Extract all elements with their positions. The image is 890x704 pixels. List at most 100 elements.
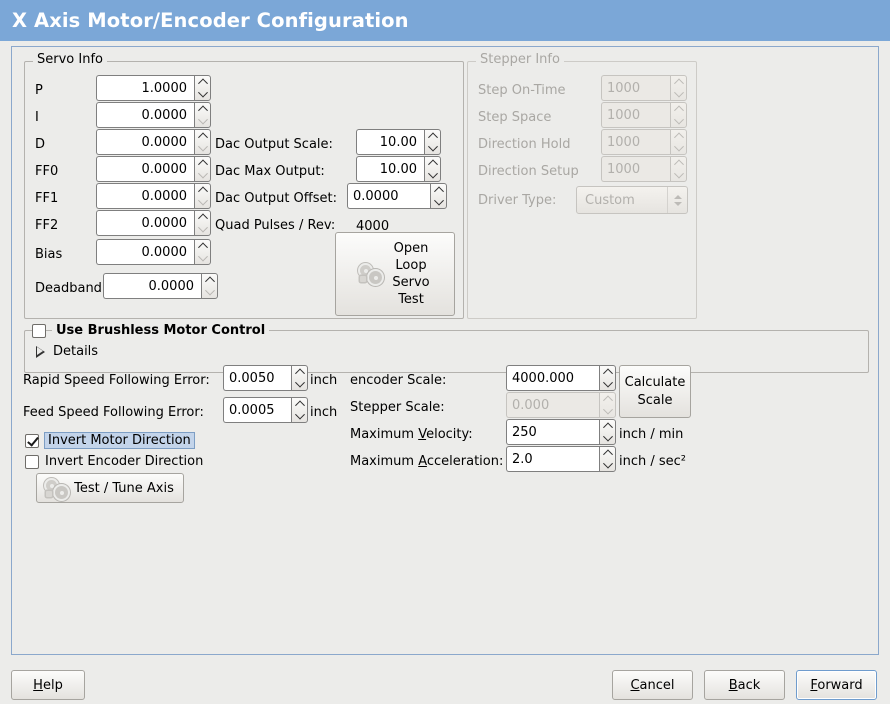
feed-following-error-spinner[interactable]: [291, 397, 308, 423]
cancel-button[interactable]: Cancel: [612, 670, 693, 700]
maximum-acceleration-spinner[interactable]: [599, 446, 616, 472]
servo-input-ff2-value[interactable]: 0.0000: [96, 210, 194, 236]
servo-input-ff2[interactable]: 0.0000: [96, 210, 211, 236]
dac-output-scale-spinner[interactable]: [424, 129, 441, 155]
maximum-acceleration-value[interactable]: 2.0: [506, 446, 599, 472]
servo-input-d-value[interactable]: 0.0000: [96, 129, 194, 155]
rapid-speed-following-error-value[interactable]: 0.0050: [223, 365, 291, 391]
rapid-speed-following-error-unit: inch: [310, 373, 338, 388]
spin-down-icon[interactable]: [195, 115, 210, 127]
servo-label-ff2: FF2: [35, 218, 59, 233]
encoder-scale-input[interactable]: 4000.000: [506, 365, 616, 391]
servo-input-p[interactable]: 1.0000: [96, 75, 211, 101]
invert-motor-direction-checkbox[interactable]: Invert Motor Direction: [25, 432, 195, 449]
dac-max-output-input[interactable]: 10.00: [356, 156, 441, 182]
invert-motor-direction-label: Invert Motor Direction: [44, 432, 195, 449]
servo-input-ff1-value[interactable]: 0.0000: [96, 183, 194, 209]
step-on-time-input: 1000: [601, 75, 687, 101]
chevron-right-icon[interactable]: [36, 345, 45, 358]
calculate-scale-button[interactable]: Calculate Scale: [619, 365, 691, 418]
checkbox-box[interactable]: [32, 323, 46, 338]
servo-input-p-spinner[interactable]: [194, 75, 211, 101]
spin-down-icon: [671, 169, 686, 181]
open-loop-line-3: Servo: [392, 275, 430, 290]
checkbox-box[interactable]: [25, 433, 39, 448]
use-brushless-motor-control-checkbox[interactable]: Use Brushless Motor Control: [32, 323, 270, 338]
servo-input-i-spinner[interactable]: [194, 102, 211, 128]
servo-input-deadband-value[interactable]: 0.0000: [103, 273, 201, 299]
servo-input-bias-spinner[interactable]: [194, 239, 211, 265]
spin-down-icon[interactable]: [292, 378, 307, 390]
rapid-following-error-spinner[interactable]: [291, 365, 308, 391]
servo-input-d-spinner[interactable]: [194, 129, 211, 155]
open-loop-servo-test-button[interactable]: Open Loop Servo Test: [335, 232, 455, 316]
spin-down-icon[interactable]: [195, 169, 210, 181]
spin-down-icon[interactable]: [425, 169, 440, 181]
feed-speed-following-error-input[interactable]: 0.0005: [223, 397, 308, 423]
stepper-info-group: Stepper Info: [467, 53, 697, 319]
spin-down-icon[interactable]: [600, 378, 615, 390]
feed-speed-following-error-unit: inch: [310, 405, 338, 420]
mnemonic-key: V: [418, 427, 427, 442]
rapid-speed-following-error-input[interactable]: 0.0050: [223, 365, 308, 391]
servo-input-ff2-spinner[interactable]: [194, 210, 211, 236]
spin-down-icon[interactable]: [600, 459, 615, 471]
spin-down-icon[interactable]: [202, 286, 217, 298]
dac-output-scale-input[interactable]: 10.00: [356, 129, 441, 155]
servo-input-p-value[interactable]: 1.0000: [96, 75, 194, 101]
help-button[interactable]: Help: [11, 670, 85, 700]
maximum-velocity-spinner[interactable]: [599, 419, 616, 445]
maximum-velocity-label: Maximum Velocity:: [350, 427, 473, 442]
spin-down-icon[interactable]: [292, 410, 307, 422]
servo-input-i-value[interactable]: 0.0000: [96, 102, 194, 128]
servo-input-bias[interactable]: 0.0000: [96, 239, 211, 265]
dac-output-offset-spinner[interactable]: [430, 183, 447, 209]
dac-output-offset-label: Dac Output Offset:: [215, 191, 337, 206]
maximum-velocity-value[interactable]: 250: [506, 419, 599, 445]
spin-down-icon[interactable]: [195, 223, 210, 235]
spin-down-icon[interactable]: [195, 88, 210, 100]
servo-input-d[interactable]: 0.0000: [96, 129, 211, 155]
servo-label-bias: Bias: [35, 247, 63, 262]
dac-output-scale-value[interactable]: 10.00: [356, 129, 424, 155]
spin-down-icon[interactable]: [195, 196, 210, 208]
dac-max-output-label: Dac Max Output:: [215, 164, 325, 179]
spin-down-icon[interactable]: [431, 196, 446, 208]
servo-info-group: Servo Info: [24, 53, 464, 319]
servo-input-ff1-spinner[interactable]: [194, 183, 211, 209]
direction-setup-spinner: [670, 156, 687, 182]
servo-input-deadband[interactable]: 0.0000: [103, 273, 218, 299]
encoder-scale-value[interactable]: 4000.000: [506, 365, 599, 391]
spin-down-icon[interactable]: [425, 142, 440, 154]
servo-input-deadband-spinner[interactable]: [201, 273, 218, 299]
feed-speed-following-error-label: Feed Speed Following Error:: [23, 405, 204, 420]
open-loop-line-4: Test: [398, 292, 424, 307]
back-button[interactable]: Back: [704, 670, 785, 700]
maximum-acceleration-input[interactable]: 2.0: [506, 446, 616, 472]
dac-output-offset-value[interactable]: 0.0000: [347, 183, 430, 209]
details-expander[interactable]: Details: [36, 344, 98, 359]
servo-input-ff0[interactable]: 0.0000: [96, 156, 211, 182]
feed-speed-following-error-value[interactable]: 0.0005: [223, 397, 291, 423]
dac-max-output-spinner[interactable]: [424, 156, 441, 182]
dac-max-output-value[interactable]: 10.00: [356, 156, 424, 182]
servo-label-d: D: [35, 137, 46, 152]
forward-button[interactable]: Forward: [796, 670, 877, 700]
servo-input-ff0-spinner[interactable]: [194, 156, 211, 182]
servo-input-ff0-value[interactable]: 0.0000: [96, 156, 194, 182]
maximum-velocity-input[interactable]: 250: [506, 419, 616, 445]
spin-down-icon[interactable]: [195, 142, 210, 154]
checkbox-box[interactable]: [25, 454, 39, 469]
open-loop-servo-test-label: Open Loop Servo Test: [392, 240, 429, 308]
spin-down-icon[interactable]: [195, 252, 210, 264]
spin-down-icon[interactable]: [600, 432, 615, 444]
servo-input-bias-value[interactable]: 0.0000: [96, 239, 194, 265]
encoder-scale-spinner[interactable]: [599, 365, 616, 391]
open-loop-line-2: Loop: [395, 258, 427, 273]
test-tune-axis-button[interactable]: Test / Tune Axis: [36, 473, 184, 503]
dac-output-offset-input[interactable]: 0.0000: [347, 183, 447, 209]
servo-input-ff1[interactable]: 0.0000: [96, 183, 211, 209]
invert-encoder-direction-checkbox[interactable]: Invert Encoder Direction: [25, 454, 203, 469]
calculate-scale-line-2: Scale: [637, 392, 673, 408]
servo-input-i[interactable]: 0.0000: [96, 102, 211, 128]
